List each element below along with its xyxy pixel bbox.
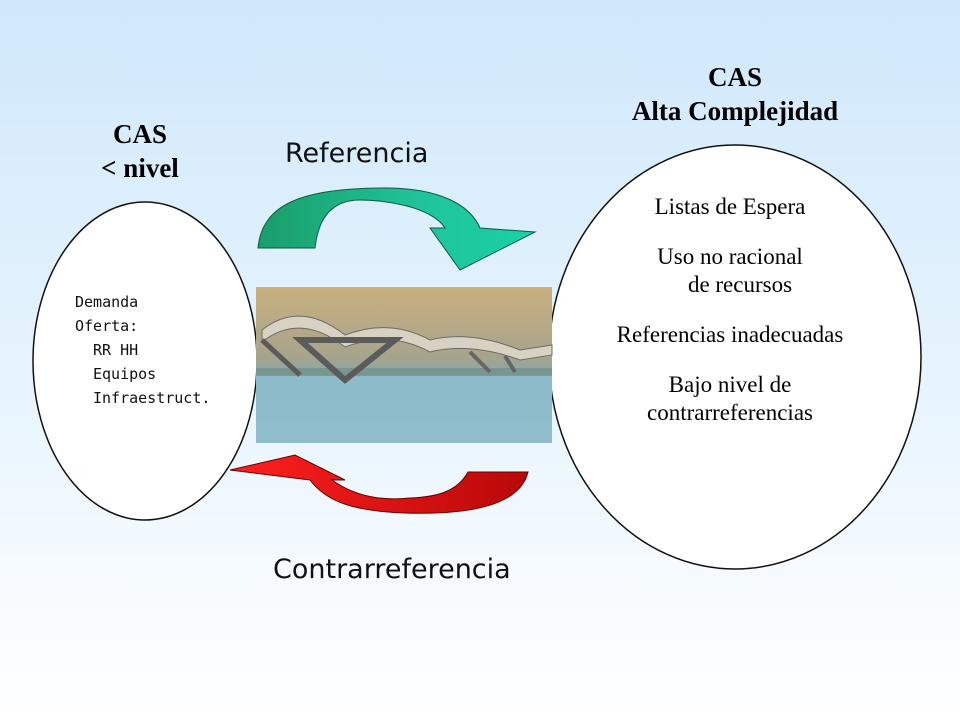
bridge-photo (256, 287, 553, 443)
left-item-oferta: Oferta: (75, 317, 139, 335)
right-heading-line1: CAS (707, 62, 762, 92)
contrarreferencia-arrow (229, 454, 529, 514)
referencia-label: Referencia (285, 138, 429, 169)
referencia-arrow (257, 187, 537, 271)
right-heading: CAS Alta Complejidad (590, 60, 880, 128)
right-item-referencias: Referencias inadecuadas (560, 321, 900, 349)
right-item-bajo-line2: contrarreferencias (647, 400, 813, 425)
right-item-referencias-line1: Referencias inadecuadas (616, 322, 844, 347)
left-list: Demanda Oferta: RR HH Equipos Infraestru… (75, 290, 210, 410)
right-list: Listas de Espera Uso no racional de recu… (560, 193, 900, 437)
right-item-bajo-line1: Bajo nivel de (668, 372, 792, 397)
left-heading: CAS < nivel (60, 117, 220, 185)
left-heading-line1: CAS (112, 119, 167, 149)
right-item-listas-line1: Listas de Espera (654, 194, 806, 219)
left-heading-line2: < nivel (101, 153, 179, 183)
right-item-uso-line1: Uso no racional (657, 244, 803, 269)
right-item-bajo: Bajo nivel de contrarreferencias (560, 371, 900, 427)
left-item-demanda: Demanda (75, 293, 139, 311)
left-item-rrhh: RR HH (93, 341, 139, 359)
left-item-infraestruct: Infraestruct. (93, 389, 211, 407)
right-item-listas: Listas de Espera (560, 193, 900, 221)
right-item-uso: Uso no racional de recursos (560, 243, 900, 299)
right-heading-line2: Alta Complejidad (631, 96, 839, 126)
contrarreferencia-label: Contrarreferencia (273, 554, 511, 585)
left-item-equipos: Equipos (93, 365, 157, 383)
right-item-uso-line2: de recursos (687, 272, 793, 297)
